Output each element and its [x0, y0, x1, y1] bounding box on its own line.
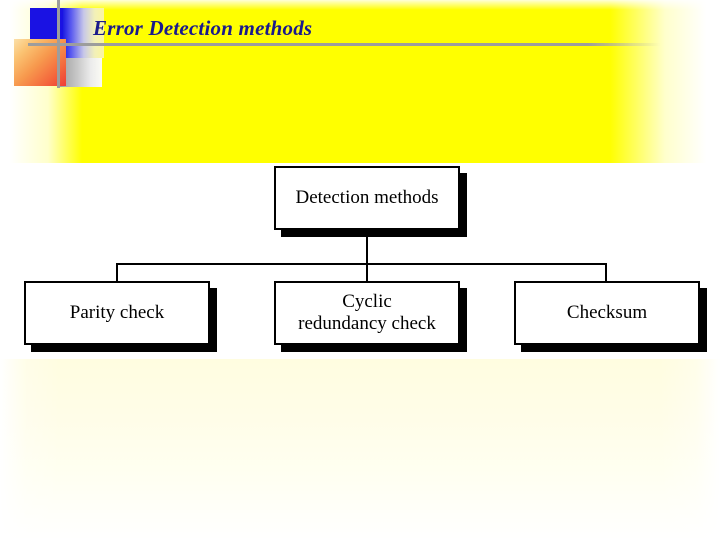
node-label: Cyclic redundancy check: [292, 291, 442, 335]
background-top-fade: [0, 0, 720, 10]
connector-drop-right: [605, 263, 607, 282]
background-yellow-band: [0, 0, 720, 163]
node-label: Detection methods: [295, 187, 439, 209]
connector-drop-left: [116, 263, 118, 282]
background-lower-wash: [0, 359, 720, 540]
node-detection-methods[interactable]: Detection methods: [274, 166, 460, 230]
connector-drop-middle: [366, 263, 368, 282]
node-cyclic-redundancy-check[interactable]: Cyclic redundancy check: [274, 281, 460, 345]
connector-root-stem: [366, 235, 368, 264]
decoration-gradient-band: [62, 8, 104, 58]
node-label: Checksum: [561, 302, 653, 324]
connector-horizontal-bar: [116, 263, 607, 265]
node-label-line1: Cyclic: [342, 291, 392, 313]
node-parity-check[interactable]: Parity check: [24, 281, 210, 345]
node-label-line2: redundancy check: [298, 313, 436, 334]
node-label-line1: Checksum: [566, 302, 648, 324]
node-label: Parity check: [64, 302, 170, 324]
page-title: Error Detection methods: [93, 16, 313, 40]
node-checksum[interactable]: Checksum: [514, 281, 700, 345]
node-label-line1: Parity check: [69, 302, 165, 324]
decoration-horizontal-rule: [28, 43, 660, 46]
